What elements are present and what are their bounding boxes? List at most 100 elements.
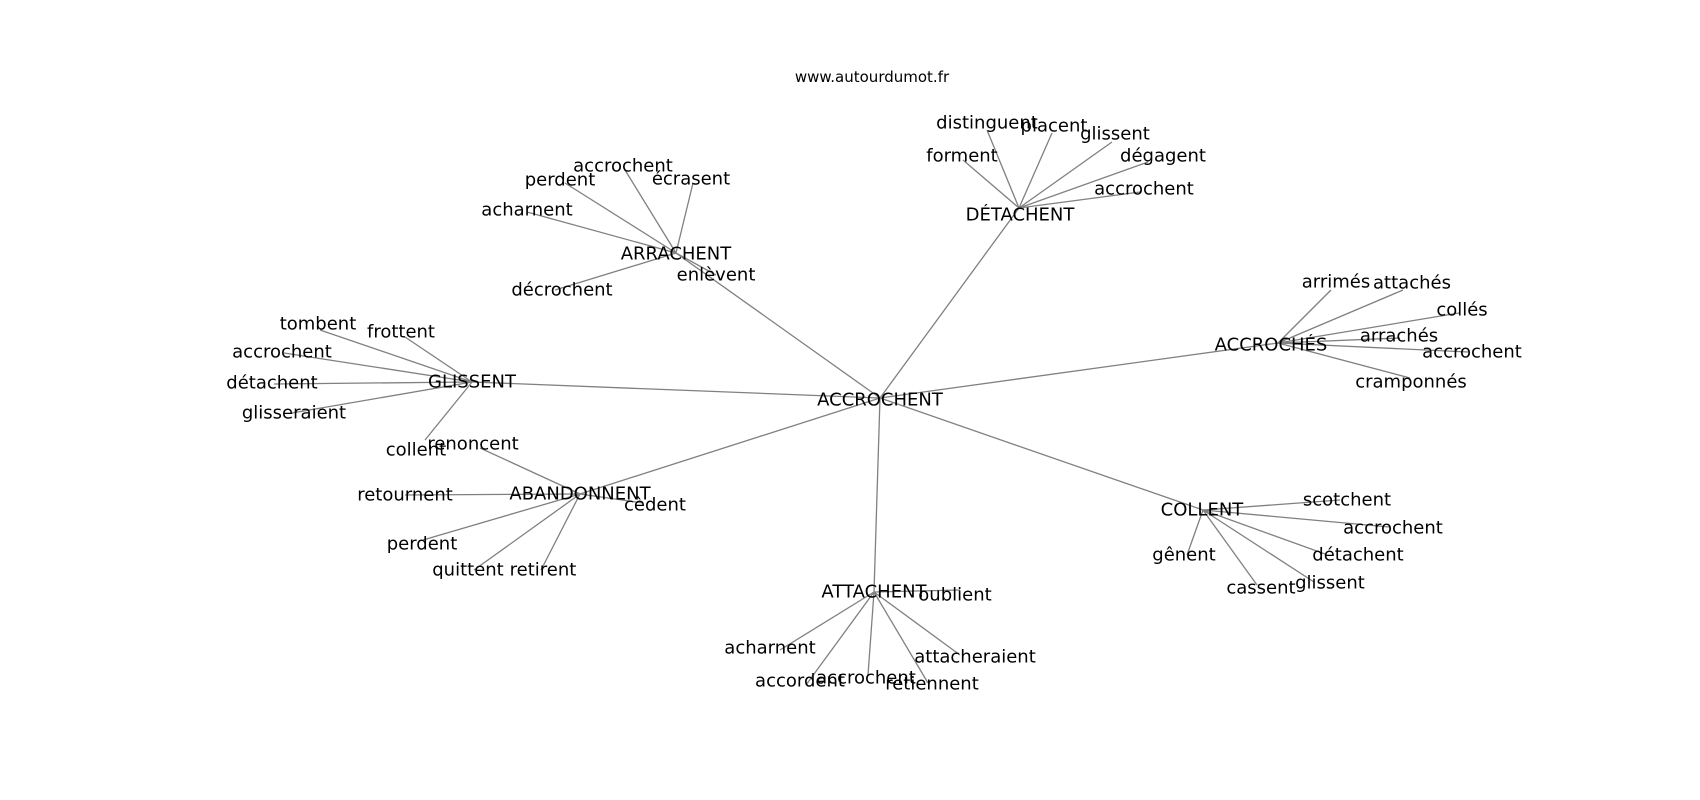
leaf-node-abandonnent[interactable]: retirent [510,560,577,581]
leaf-node-glissent[interactable]: accrochent [232,342,332,363]
edge-collent-leaf [1202,509,1390,528]
edge-abandonnent-leaf [422,493,581,541]
edge-arrachent-leaf [554,252,677,291]
edge-collent-leaf [1202,509,1326,555]
edge-arrachent-leaf [675,182,694,254]
hub-node-accroches[interactable]: ACCROCHÉS [1215,334,1328,356]
center-node[interactable]: ACCROCHENT [817,390,944,411]
edges-layer [273,129,1469,686]
edge-abandonnent-leaf [404,493,581,496]
leaf-node-glissent[interactable]: glisseraient [242,403,346,424]
edge-center-collent [879,397,1204,511]
leaf-node-detachent[interactable]: accrochent [1094,179,1194,200]
edge-glissent-leaf [291,381,473,414]
leaf-node-glissent[interactable]: détachent [226,373,317,394]
edge-glissent-leaf [424,381,473,441]
edge-glissent-leaf [319,329,473,383]
leaf-node-attachent[interactable]: oublient [918,585,991,606]
hub-node-collent[interactable]: COLLENT [1161,500,1245,521]
hub-node-detachent[interactable]: DÉTACHENT [966,204,1076,226]
leaf-node-attachent[interactable]: accordent [755,671,845,692]
hub-node-glissent[interactable]: GLISSENT [428,372,517,393]
leaf-node-abandonnent[interactable]: quittent [432,560,504,581]
edge-attachent-leaf [867,591,875,676]
edge-collent-leaf [1202,509,1315,583]
leaf-node-glissent[interactable]: frottent [367,322,435,343]
hub-node-abandonnent[interactable]: ABANDONNENT [509,484,651,505]
leaf-node-accroches[interactable]: attachés [1373,273,1451,294]
edge-center-arrachent [675,252,881,399]
edge-center-accroches [879,342,1279,399]
leaf-node-detachent[interactable]: distinguent [936,113,1038,134]
edge-center-glissent [471,381,881,399]
leaf-node-glissent[interactable]: tombent [280,314,357,335]
edge-detachent-leaf [1018,132,1053,209]
labels-layer: www.autourdumot.fr ACCROCHENT ARRACHENT a… [226,68,1522,695]
hub-node-attachent[interactable]: ATTACHENT [821,582,927,603]
leaf-node-arrachent[interactable]: écrasent [652,169,730,190]
leaf-node-detachent[interactable]: forment [926,146,998,167]
edge-abandonnent-leaf [479,447,581,495]
leaf-node-accroches[interactable]: arrachés [1360,326,1438,347]
leaf-node-glissent[interactable]: collent [386,440,446,461]
leaf-node-collent[interactable]: détachent [1312,545,1403,566]
edge-detachent-leaf [1018,161,1149,209]
leaf-node-arrachent[interactable]: acharnent [481,200,572,221]
leaf-node-accroches[interactable]: collés [1436,300,1487,321]
watermark: www.autourdumot.fr [795,68,950,86]
edge-abandonnent-leaf [579,493,644,504]
edge-accroches-leaf [1277,337,1401,344]
edge-center-detachent [879,207,1020,399]
edge-accroches-leaf [1277,312,1460,344]
leaf-node-abandonnent[interactable]: retournent [357,485,453,506]
edge-glissent-leaf [273,381,473,385]
leaf-node-abandonnent[interactable]: cèdent [624,495,686,516]
edge-attachent-leaf [873,591,961,656]
edge-detachent-leaf [1018,191,1141,209]
edge-arrachent-leaf [624,169,677,254]
edge-arrachent-leaf [675,252,717,276]
leaf-node-collent[interactable]: gênent [1152,545,1215,566]
leaf-node-arrachent[interactable]: décrochent [511,280,612,301]
edge-accroches-leaf [1277,289,1404,344]
edge-abandonnent-leaf [473,493,581,571]
edge-attachent-leaf [873,589,961,593]
leaf-node-abandonnent[interactable]: renoncent [427,434,518,455]
leaf-node-attachent[interactable]: attacheraient [914,647,1036,668]
leaf-node-arrachent[interactable]: enlèvent [677,265,756,286]
edge-arrachent-leaf [564,182,677,254]
edge-collent-leaf [1186,509,1204,556]
edge-collent-leaf [1202,499,1341,511]
edge-accroches-leaf [1277,289,1332,344]
edge-accroches-leaf [1277,342,1469,353]
leaf-node-arrachent[interactable]: accrochent [573,156,673,177]
edge-abandonnent-leaf [540,493,581,571]
leaf-node-detachent[interactable]: glissent [1080,124,1150,145]
leaf-node-collent[interactable]: scotchent [1303,490,1391,511]
leaf-node-attachent[interactable]: acharnent [724,638,815,659]
leaf-node-arrachent[interactable]: perdent [525,170,596,191]
leaf-node-collent[interactable]: glissent [1295,573,1365,594]
leaf-node-detachent[interactable]: placent [1021,116,1088,137]
leaf-node-accroches[interactable]: arrimés [1302,272,1371,293]
edge-collent-leaf [1202,509,1258,586]
leaf-node-attachent[interactable]: retiennent [885,674,979,695]
leaf-node-attachent[interactable]: accrochent [816,668,916,689]
edge-arrachent-leaf [526,211,677,254]
leaf-node-collent[interactable]: accrochent [1343,518,1443,539]
leaf-node-collent[interactable]: cassent [1226,578,1295,599]
leaf-node-accroches[interactable]: accrochent [1422,342,1522,363]
leaf-node-detachent[interactable]: dégagent [1120,146,1206,167]
leaf-node-abandonnent[interactable]: perdent [387,534,458,555]
hub-node-arrachent[interactable]: ARRACHENT [621,244,733,265]
edge-center-attachent [873,397,881,593]
edge-center-abandonnent [579,397,881,495]
edge-attachent-leaf [873,591,929,684]
edge-detachent-leaf [962,159,1020,209]
edge-detachent-leaf [986,129,1020,209]
leaf-node-accroches[interactable]: cramponnés [1355,372,1467,393]
edge-attachent-leaf [779,591,875,651]
edge-attachent-leaf [805,591,875,686]
